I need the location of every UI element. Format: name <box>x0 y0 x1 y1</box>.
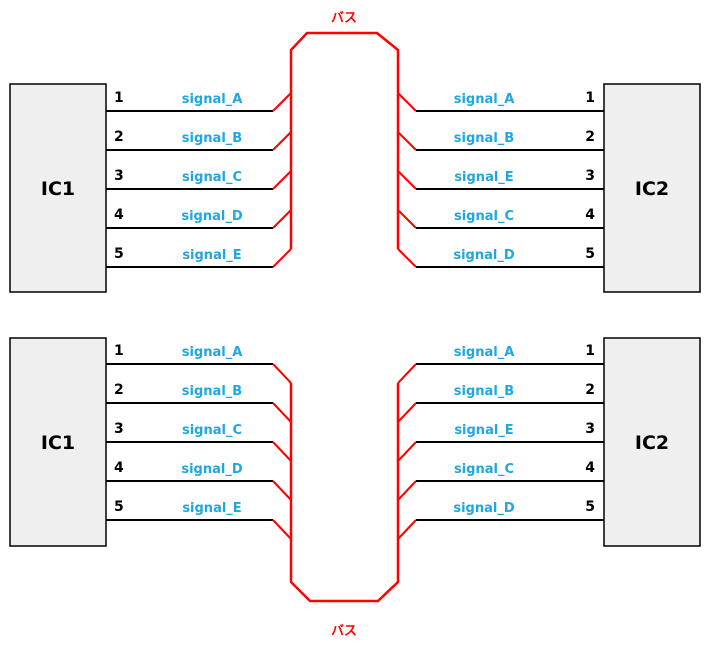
top-right-pin-1: 1 <box>585 90 595 106</box>
top-left-signal-5: signal_E <box>182 248 241 263</box>
bottom-right-signal-4: signal_C <box>454 462 514 477</box>
bottom-diagram: バス IC1 IC2 1 2 3 4 5 signal_A <box>9 337 701 639</box>
top-right-pin-4: 4 <box>585 207 595 223</box>
bottom-left-pin-1: 1 <box>114 343 124 359</box>
bottom-left-pin-2: 2 <box>114 382 124 398</box>
top-left-pin-4: 4 <box>114 207 124 223</box>
top-diagram: バス IC1 IC2 1 2 3 4 5 sig <box>9 11 701 293</box>
bottom-ic1-label: IC1 <box>41 432 75 454</box>
top-bus-label: バス <box>331 11 357 26</box>
top-left-pin-3: 3 <box>114 168 124 184</box>
bottom-left-signal-3: signal_C <box>182 423 242 438</box>
top-left-pin-1: 1 <box>114 90 124 106</box>
bottom-ic1-box <box>9 337 107 547</box>
top-left-signal-1: signal_A <box>182 92 243 107</box>
top-right-signal-1: signal_A <box>454 92 515 107</box>
top-right-pin-3: 3 <box>585 168 595 184</box>
bottom-right-pin-1: 1 <box>585 343 595 359</box>
bottom-bus-outline <box>289 383 400 603</box>
top-bus-outline <box>289 31 400 249</box>
bottom-left-pin-4: 4 <box>114 460 124 476</box>
top-right-signal-2: signal_B <box>454 131 514 146</box>
top-right-wires <box>397 92 604 268</box>
bottom-right-signal-5: signal_D <box>453 501 514 516</box>
top-left-pin-2: 2 <box>114 129 124 145</box>
bottom-left-signal-2: signal_B <box>182 384 242 399</box>
bottom-right-signal-3: signal_E <box>454 423 513 438</box>
bottom-right-signal-2: signal_B <box>454 384 514 399</box>
top-ic1-label: IC1 <box>41 178 75 200</box>
top-left-wires <box>106 92 292 268</box>
bottom-left-pin-5: 5 <box>114 499 124 515</box>
bottom-right-pin-3: 3 <box>585 421 595 437</box>
bottom-left-signal-5: signal_E <box>182 501 241 516</box>
bottom-ic2-label: IC2 <box>635 432 669 454</box>
top-right-signal-4: signal_C <box>454 209 514 224</box>
bottom-left-signal-4: signal_D <box>181 462 242 477</box>
top-left-signal-3: signal_C <box>182 170 242 185</box>
top-right-pin-5: 5 <box>585 246 595 262</box>
bottom-left-pin-3: 3 <box>114 421 124 437</box>
bottom-right-pin-4: 4 <box>585 460 595 476</box>
top-ic2-box <box>603 83 701 293</box>
top-ic2-label: IC2 <box>635 178 669 200</box>
top-right-pin-2: 2 <box>585 129 595 145</box>
top-left-pin-5: 5 <box>114 246 124 262</box>
bottom-ic2-box <box>603 337 701 547</box>
top-ic1-box <box>9 83 107 293</box>
bottom-bus-label: バス <box>331 624 357 639</box>
top-left-signal-2: signal_B <box>182 131 242 146</box>
bottom-right-pin-2: 2 <box>585 382 595 398</box>
bottom-right-pin-5: 5 <box>585 499 595 515</box>
bottom-left-signal-1: signal_A <box>182 345 243 360</box>
top-right-signal-3: signal_E <box>454 170 513 185</box>
top-right-signal-5: signal_D <box>453 248 514 263</box>
top-left-signal-4: signal_D <box>181 209 242 224</box>
bottom-right-signal-1: signal_A <box>454 345 515 360</box>
bottom-left-wires <box>106 363 292 540</box>
bottom-right-wires <box>397 363 604 540</box>
